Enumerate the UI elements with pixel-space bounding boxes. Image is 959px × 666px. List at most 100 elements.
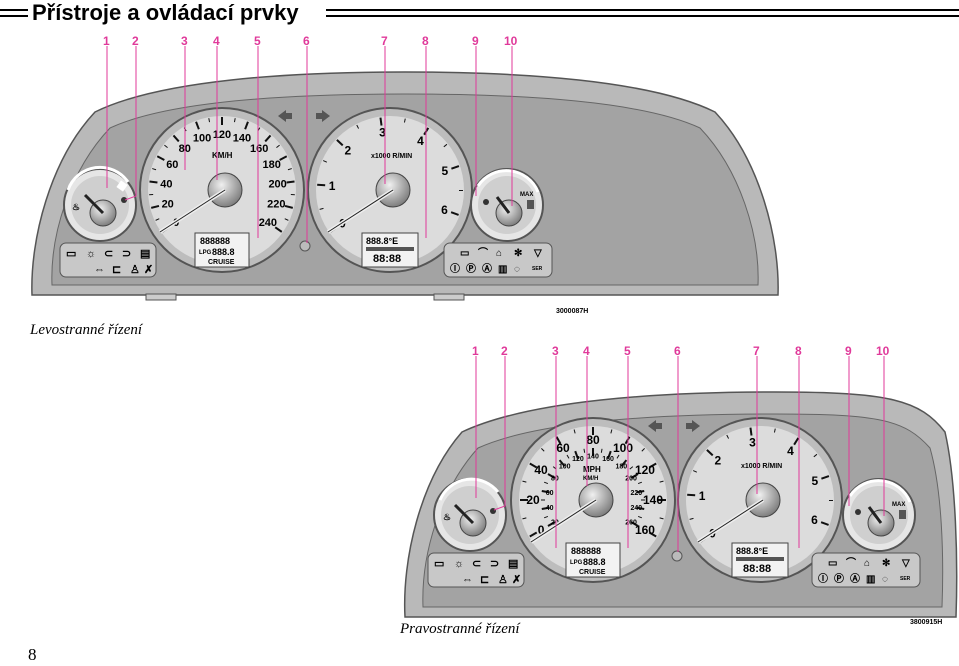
speed-inner-scale-rhd-label: 260 xyxy=(625,519,637,526)
speed-scale-rhd-tick xyxy=(648,462,657,469)
callout-1: 1 xyxy=(103,34,110,48)
speed-inner-scale-rhd-tick xyxy=(541,506,550,511)
callout-5: 5 xyxy=(254,34,261,48)
speed-unit: KM/H xyxy=(212,151,233,160)
ice-warning-icon-rhd: ✻ xyxy=(882,558,890,569)
speed-scale-tick xyxy=(156,155,165,161)
callout-3-rhd: 3 xyxy=(552,344,559,358)
caption-left-hand-drive: Levostranné řízení xyxy=(30,322,143,338)
tach-unit-rhd: x1000 R/MIN xyxy=(741,463,782,470)
engine-icon-rhd: ◌ xyxy=(882,574,888,585)
turn-left-icon xyxy=(278,110,292,122)
speed-inner-scale-rhd-tick xyxy=(541,489,550,494)
speed-inner-scale-rhd-tick xyxy=(607,450,612,459)
washer-fluid-icon-rhd: ▽ xyxy=(901,558,910,569)
speed-inner-scale-rhd-tick xyxy=(637,515,643,519)
tach-scale-rhd-label: 1 xyxy=(699,489,706,503)
tach-scale-tick xyxy=(356,124,360,129)
speed-scale-label: 180 xyxy=(262,159,280,171)
speed-scale-tick xyxy=(172,134,180,143)
battery-icon: ▭ xyxy=(460,248,469,259)
speed-scale-rhd-tick xyxy=(648,531,657,538)
speed-inner-scale-rhd-tick xyxy=(547,521,556,527)
callout-10: 10 xyxy=(504,34,518,48)
lpg-value: 888.8 xyxy=(212,247,235,257)
speed-scale-rhd-label: 140 xyxy=(643,493,663,507)
speed-scale-tick xyxy=(244,121,249,130)
tach-scale-label: 6 xyxy=(441,203,448,217)
speed-scale-rhd-tick xyxy=(529,531,538,538)
coolant-temp-icon: ♨ xyxy=(72,202,80,212)
fuel-pump-icon-rhd xyxy=(899,510,906,519)
fuel-max-label-rhd: MAX xyxy=(892,502,905,508)
rear-fog-icon-rhd: ⊃ xyxy=(490,558,499,570)
brake-icon: Ⓘ xyxy=(450,262,460,275)
airbag-icon: ✗ xyxy=(144,264,153,276)
cruise-label: CRUISE xyxy=(208,259,235,266)
caption-right-hand-drive: Pravostranné řízení xyxy=(400,621,520,637)
temp-display: 888.8°E xyxy=(366,236,398,246)
callout-8: 8 xyxy=(422,34,429,48)
brake-icon-rhd: Ⓘ xyxy=(818,572,828,585)
speed-scale-tick xyxy=(287,168,292,171)
speed-inner-scale-rhd-label: 80 xyxy=(551,475,559,482)
header-rule-left-2 xyxy=(0,15,28,17)
speed-inner-scale-rhd-tick xyxy=(636,489,645,494)
speed-inner-scale-rhd-tick xyxy=(543,481,549,485)
speed-scale-tick xyxy=(195,121,200,130)
speed-scale-rhd-tick xyxy=(659,517,664,520)
fuel-low-icon-rhd: ▥ xyxy=(866,574,875,585)
tach-scale-rhd-tick xyxy=(813,453,818,458)
speed-inner-scale-rhd-label: 120 xyxy=(572,456,584,463)
sidelight-icon-rhd: ☼ xyxy=(454,558,464,570)
speed-inner-scale-rhd-tick xyxy=(620,459,628,467)
turn-right-icon-rhd xyxy=(686,420,700,432)
trip-reset-button xyxy=(299,240,311,252)
trailer-icon: ⇔ xyxy=(94,264,105,276)
speed-scale-tick xyxy=(233,118,236,123)
speed-inner-scale-rhd-tick xyxy=(547,473,556,479)
fuel-gauge-rhd: MAX xyxy=(842,478,916,552)
fog-light-icon: ⊂ xyxy=(104,248,113,260)
coolant-temp-gauge: ♨ xyxy=(63,165,137,242)
high-beam-icon: ▤ xyxy=(140,248,150,260)
tach-scale-rhd-label: 6 xyxy=(811,513,818,527)
tach-scale-tick xyxy=(403,118,406,123)
speed-scale-rhd-tick xyxy=(610,429,613,434)
tach-unit: x1000 R/MIN xyxy=(371,153,412,160)
speed-scale-tick xyxy=(279,155,288,161)
speed-scale-tick xyxy=(284,218,289,221)
speed-scale-tick xyxy=(149,180,158,184)
coolant-temp-gauge-rhd: ♨ xyxy=(433,477,507,552)
engine-icon: ◌ xyxy=(514,264,520,275)
speed-scale-rhd-tick xyxy=(659,480,664,483)
speed-inner-scale-rhd-tick xyxy=(637,481,643,485)
speed-inner-scale-rhd-label: 220 xyxy=(630,490,642,497)
tach-scale-label: 3 xyxy=(379,126,386,140)
speed-scale-tick xyxy=(286,180,295,184)
tach-scale-rhd-label: 4 xyxy=(787,444,794,458)
speed-scale-label: 120 xyxy=(213,129,231,141)
sidelight-icon: ☼ xyxy=(86,248,96,260)
speed-inner-scale-rhd-tick xyxy=(629,466,634,470)
turn-left-icon-rhd xyxy=(648,420,662,432)
washer-fluid-icon: ▽ xyxy=(533,248,542,259)
callout-9: 9 xyxy=(472,34,479,48)
figure-code-bottom: 3800915H xyxy=(910,619,943,626)
speed-scale-label: 40 xyxy=(160,178,172,190)
callout-3: 3 xyxy=(181,34,188,48)
speed-scale-tick xyxy=(276,144,280,148)
lpg-label: LPG xyxy=(199,250,212,256)
callout-2-rhd: 2 xyxy=(501,344,508,358)
speed-scale-label: 140 xyxy=(233,133,251,145)
airbag-icon-rhd: ✗ xyxy=(512,574,521,586)
callout-6-rhd: 6 xyxy=(674,344,681,358)
fuel-pump-icon xyxy=(527,200,534,209)
lpg-label-rhd: LPG xyxy=(570,560,583,566)
speed-scale-rhd-label: 0 xyxy=(538,523,545,537)
abs-icon-rhd: Ⓐ xyxy=(850,572,860,585)
speed-scale-tick xyxy=(274,226,283,233)
